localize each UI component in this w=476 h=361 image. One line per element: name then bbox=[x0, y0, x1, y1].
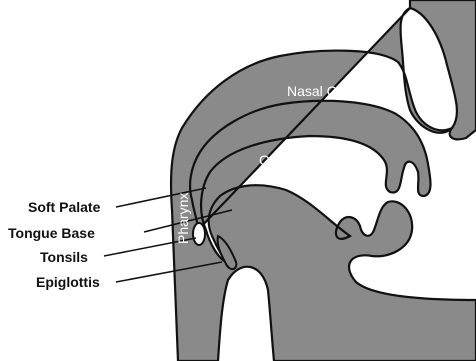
epiglottis-label: Epiglottis bbox=[36, 274, 100, 290]
pharynx-label: Pharynx bbox=[175, 193, 191, 244]
tonsil-shape bbox=[193, 223, 205, 245]
oral-cavity-label: Oral Cavity bbox=[259, 152, 328, 168]
tonsils-label: Tonsils bbox=[40, 249, 88, 265]
soft-palate-label: Soft Palate bbox=[28, 199, 100, 215]
head-section bbox=[171, 8, 476, 361]
nasal-cavity-label: Nasal Cavity bbox=[287, 83, 366, 99]
tongue-base-label: Tongue Base bbox=[8, 225, 95, 241]
